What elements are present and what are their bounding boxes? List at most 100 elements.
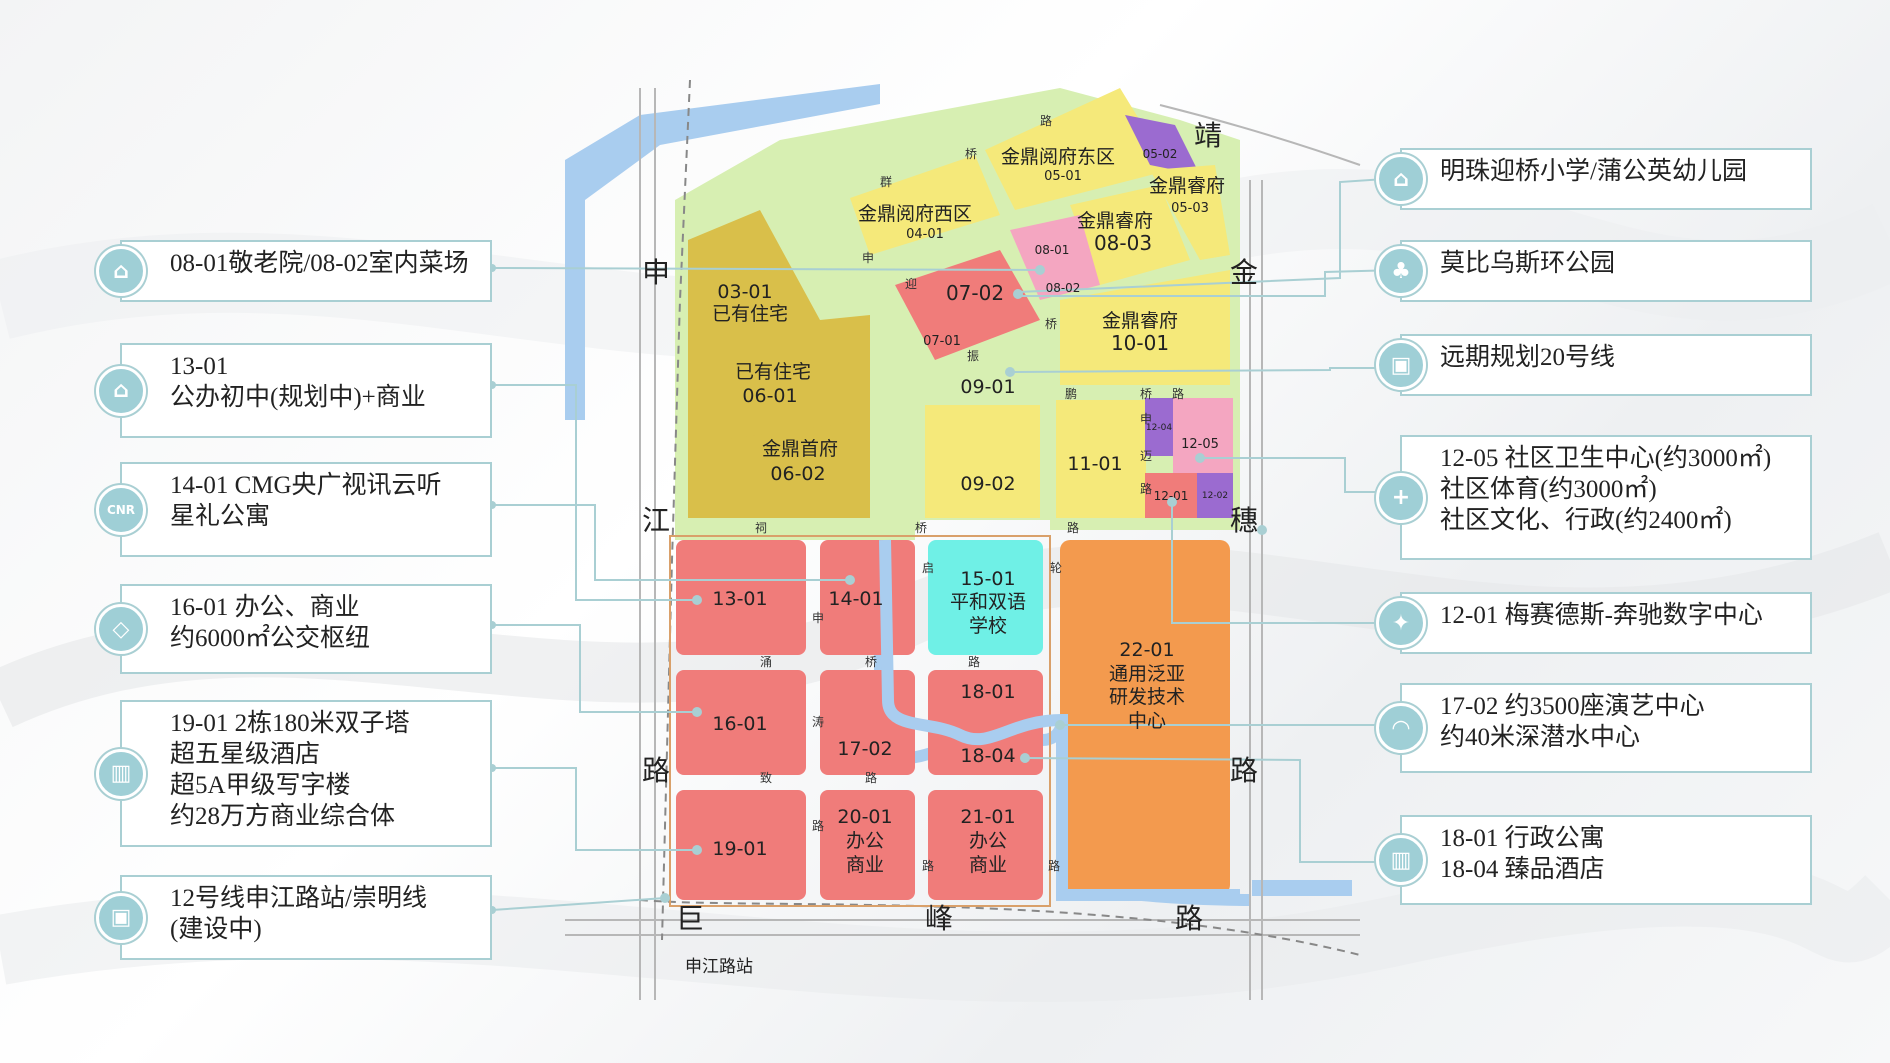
label-0803: 08-03: [1094, 231, 1152, 255]
left-callout-card: 12号线申江路站/崇明线 (建设中): [120, 875, 492, 960]
road-label-jin: 金: [1230, 256, 1258, 289]
label-1301: 13-01: [712, 588, 767, 610]
medical-cross-icon: +: [1376, 472, 1426, 523]
inner-road-label: 群: [880, 175, 892, 189]
inner-road-label: 涛: [812, 714, 824, 729]
inner-road-label: 祠: [755, 521, 767, 535]
parcel-0902: [925, 405, 1040, 518]
inner-road-label: 路: [1172, 386, 1184, 401]
inner-road-label: 申: [862, 251, 874, 265]
road-label-lu-south: 路: [1175, 902, 1203, 935]
inner-road-label: 路: [968, 654, 980, 669]
label-2201: 22-01: [1119, 639, 1174, 661]
label-1205: 12-05: [1181, 437, 1219, 452]
label-2101: 21-01: [960, 806, 1015, 828]
road-label-feng: 峰: [925, 902, 953, 935]
parcel-0502: [1125, 115, 1200, 175]
inner-road-label: 路: [922, 858, 934, 873]
right-callout-card: 12-05 社区卫生中心(约3000㎡) 社区体育(约3000㎡) 社区文化、行…: [1400, 435, 1812, 560]
parcel-0501: [985, 88, 1170, 210]
label-0801: 08-01: [1035, 243, 1070, 257]
right-callout-card: 莫比乌斯环公园: [1400, 240, 1812, 302]
label-1101: 11-01: [1067, 453, 1122, 475]
inner-road-label: 申: [812, 611, 824, 625]
label-1501-name-1: 平和双语: [950, 591, 1026, 613]
inner-road-label: 振: [967, 349, 979, 363]
label-1601: 16-01: [712, 713, 767, 735]
left-callout-card: 14-01 CMG央广视讯云听 星礼公寓: [120, 462, 492, 557]
label-0301-name: 已有住宅: [712, 303, 788, 325]
label-2001: 20-01: [837, 806, 892, 828]
inner-road-label: 路: [1048, 858, 1060, 873]
parcel-1901: [676, 790, 806, 900]
label-1901: 19-01: [712, 838, 767, 860]
label-0503: 05-03: [1171, 201, 1209, 216]
parcel-1202: [1197, 473, 1233, 518]
right-callout-card: 远期规划20号线: [1400, 334, 1812, 396]
right-callout-card: 17-02 约3500座演艺中心 约40米深潜水中心: [1400, 683, 1812, 773]
parcel-0503: [1150, 165, 1230, 260]
train-icon: ▣: [1376, 340, 1426, 390]
parcel-0803: [1070, 185, 1190, 285]
office-tower-icon: ▥: [96, 748, 146, 799]
inner-road-label: 启: [922, 561, 934, 575]
callout-text: 远期规划20号线: [1440, 344, 1616, 371]
parcel-1101: [1056, 400, 1146, 518]
label-2201-name-2: 研发技术: [1109, 686, 1185, 708]
parcel-2201: [1060, 540, 1230, 895]
label-1801: 18-01: [960, 681, 1015, 703]
canal-south: [879, 539, 1240, 901]
inner-road-label: 轮: [1050, 561, 1062, 575]
parcel-1204: [1145, 398, 1173, 456]
label-0803-name: 金鼎睿府: [1077, 210, 1153, 232]
shopping-bag-icon: ◇: [96, 604, 146, 654]
parcel-0602: [720, 420, 870, 518]
label-0401-name: 金鼎阅府西区: [858, 203, 972, 225]
parcel-1501: [928, 540, 1043, 655]
callout-text: 08-01敬老院/08-02室内菜场: [170, 250, 469, 277]
parcel-0401: [850, 155, 1000, 255]
label-1702: 17-02: [837, 738, 892, 760]
inner-road-label: 桥: [865, 655, 877, 669]
theater-mask-icon: ◠: [1376, 703, 1426, 753]
label-2101-name-2: 商业: [969, 854, 1007, 876]
parcel-0801-0802: [1010, 215, 1100, 300]
label-2201-name-1: 通用泛亚: [1109, 663, 1185, 685]
inner-road-label: 迎: [905, 277, 917, 291]
label-0301: 03-01: [717, 281, 772, 303]
label-0501: 05-01: [1044, 169, 1082, 184]
label-0601: 06-01: [742, 385, 797, 407]
inner-road-label: 路: [1040, 113, 1052, 128]
inner-road-label: 申: [1140, 412, 1152, 426]
inner-road-label: 路: [812, 818, 824, 833]
label-0503-name: 金鼎睿府: [1149, 175, 1225, 197]
road-label-shen: 申: [642, 256, 670, 289]
label-0401: 04-01: [906, 227, 944, 242]
callout-connectors: [491, 177, 1401, 911]
label-1001: 10-01: [1111, 331, 1169, 355]
label-2201-name-3: 中心: [1128, 710, 1166, 732]
tree-icon: ♣: [1376, 246, 1426, 296]
inner-road-label: 路: [1140, 481, 1152, 496]
metro-line: [661, 79, 691, 941]
parcel-2001: [820, 790, 915, 900]
callout-text: 19-01 2栋180米双子塔 超五星级酒店 超5A甲级写字楼 约28万方商业综…: [170, 710, 410, 830]
right-callout-card: 18-01 行政公寓 18-04 臻品酒店: [1400, 815, 1812, 905]
hotel-icon: ▥: [1376, 835, 1426, 885]
inner-road-label: 涌: [760, 655, 772, 669]
label-2001-name-1: 办公: [846, 830, 884, 852]
label-1204: 12-04: [1146, 423, 1172, 433]
parcel-0702-0701: [895, 250, 1040, 360]
label-0702: 07-02: [946, 281, 1004, 305]
school-building-icon: ⌂: [96, 365, 146, 416]
label-1202: 12-02: [1202, 491, 1228, 501]
callout-text: 18-01 行政公寓 18-04 臻品酒店: [1440, 825, 1605, 883]
label-0601-name: 已有住宅: [735, 361, 811, 383]
inner-road-label: 路: [865, 770, 877, 785]
label-1201: 12-01: [1154, 489, 1189, 503]
label-1401: 14-01: [828, 588, 883, 610]
label-0701: 07-01: [923, 334, 961, 349]
label-2001-name-2: 商业: [846, 854, 884, 876]
inner-road-label: 桥: [1140, 387, 1152, 401]
